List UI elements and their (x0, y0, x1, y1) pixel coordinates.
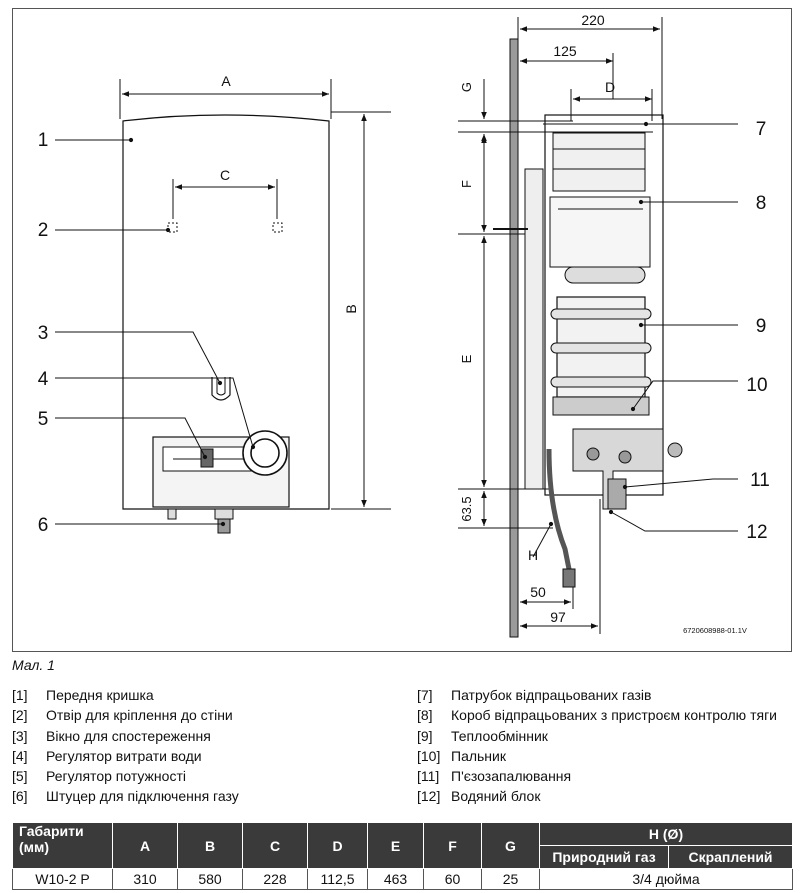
table-row: W10-2 P 310 580 228 112,5 463 60 25 3/4 … (12, 868, 793, 890)
table-cell: 463 (367, 868, 424, 890)
callout-4: 4 (38, 369, 49, 390)
legend-right: [7]Патрубок відпрацьованих газів [8]Коро… (417, 685, 777, 807)
dim-label-220: 220 (581, 12, 605, 28)
legend-item-11: [11]П'єзозапалювання (417, 768, 572, 785)
table-header-d: D (307, 822, 368, 869)
callout-3: 3 (38, 323, 49, 344)
callout-8: 8 (756, 193, 767, 214)
dim-label-50: 50 (530, 584, 546, 600)
mount-hole-right (272, 222, 283, 233)
dim-label-f: F (459, 180, 474, 188)
burner (552, 396, 650, 416)
flue-outlet (552, 132, 646, 192)
callout-10: 10 (746, 375, 767, 396)
dim-label-e: E (459, 354, 474, 363)
table-header-f: F (423, 822, 482, 869)
drawing-svg: A C B 220 125 D G F E 63.5 H 50 97 1 2 3… (38, 12, 770, 638)
legend-item-12: [12]Водяний блок (417, 788, 541, 805)
dim-label-c: C (220, 167, 230, 183)
legend-left: [1]Передня кришка [2]Отвір для кріплення… (12, 685, 239, 807)
table-header-a: A (112, 822, 178, 869)
dim-label-d: D (605, 79, 615, 95)
legend-item-10: [10]Пальник (417, 747, 506, 764)
table-header-b: B (177, 822, 243, 869)
gas-hose (546, 448, 572, 570)
table-cell: 310 (112, 868, 178, 890)
legend-item-8: [8]Короб відпрацьованих з пристроєм конт… (417, 707, 777, 724)
callout-9: 9 (756, 316, 767, 337)
power-regulator-slider (200, 448, 214, 468)
legend-item-5: [5]Регулятор потужності (12, 768, 186, 785)
dim-label-g: G (459, 82, 474, 92)
table-header-h: H (Ø) (539, 822, 793, 846)
dim-label-a: A (221, 73, 231, 89)
figure-caption: Мал. 1 (12, 657, 55, 673)
legend-item-3: [3]Вікно для спостереження (12, 727, 211, 744)
mount-hole-left (167, 222, 178, 233)
front-cover (122, 114, 330, 510)
callout-2: 2 (38, 220, 49, 241)
table-cell: 580 (177, 868, 243, 890)
table-cell: 60 (423, 868, 482, 890)
gas-connection (214, 508, 234, 520)
observation-window (211, 377, 231, 401)
callout-11: 11 (750, 470, 770, 491)
legend-item-6: [6]Штуцер для підключення газу (12, 788, 239, 805)
legend-item-7: [7]Патрубок відпрацьованих газів (417, 687, 652, 703)
table-header-liquefied: Скраплений (668, 845, 793, 869)
table-header-natural-gas: Природний газ (539, 845, 669, 869)
callout-5: 5 (38, 409, 49, 430)
callout-6: 6 (38, 515, 49, 536)
table-cell-h: 3/4 дюйма (539, 868, 793, 890)
table-header-g: G (481, 822, 540, 869)
draft-hood (549, 196, 651, 268)
dim-label-635: 63.5 (459, 496, 474, 521)
technical-drawing: A C B 220 125 D G F E 63.5 H 50 97 1 2 3… (12, 8, 792, 652)
dimensions-table: Габарити (мм) A B C D E F G H (Ø) Природ… (12, 822, 793, 890)
table-header-corner: Габарити (мм) (12, 822, 113, 869)
dim-label-97: 97 (550, 609, 566, 625)
table-header-c: C (242, 822, 308, 869)
table-cell-model: W10-2 P (12, 868, 113, 890)
legend-item-2: [2]Отвір для кріплення до стіни (12, 707, 233, 724)
dim-label-125: 125 (553, 43, 577, 59)
callout-7: 7 (756, 119, 767, 140)
drawing-code: 6720608988-01.1V (683, 626, 747, 635)
dim-label-b: B (343, 304, 359, 313)
table-cell: 25 (481, 868, 540, 890)
legend-item-1: [1]Передня кришка (12, 687, 154, 703)
legend-item-4: [4]Регулятор витрати води (12, 747, 202, 764)
wall (509, 38, 519, 638)
table-cell: 228 (242, 868, 308, 890)
table-cell: 112,5 (307, 868, 368, 890)
legend-item-9: [9]Теплообмінник (417, 727, 548, 744)
callout-12: 12 (746, 522, 767, 543)
table-header-e: E (367, 822, 424, 869)
callout-1: 1 (38, 130, 49, 151)
dim-label-h: H (528, 547, 538, 563)
